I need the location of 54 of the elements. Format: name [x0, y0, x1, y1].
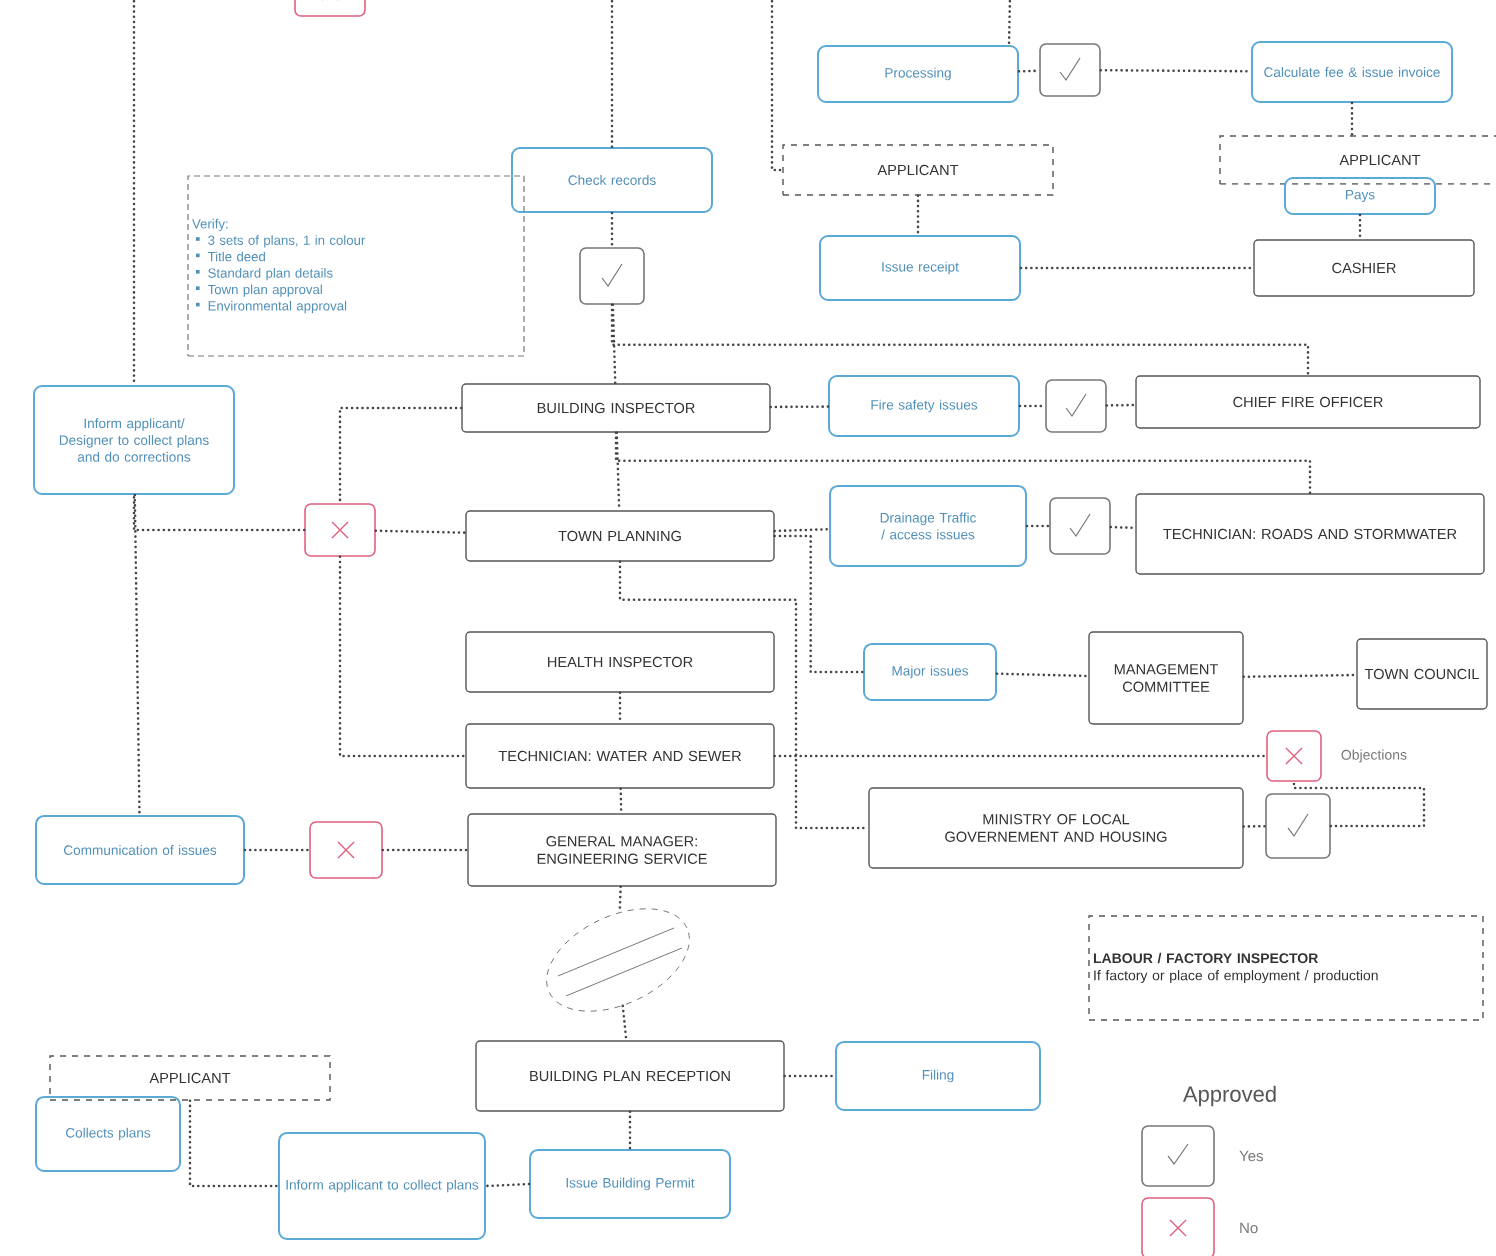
connector [243, 848, 311, 852]
connector [1018, 404, 1047, 408]
tick-box [1045, 379, 1107, 433]
connector [1007, 0, 1012, 47]
connector [338, 406, 463, 505]
connector [770, 0, 784, 172]
connector [484, 1182, 531, 1188]
connector [1358, 213, 1362, 241]
connector [132, 0, 136, 387]
cross-box [309, 821, 383, 879]
connector [188, 1099, 280, 1188]
tick-box [1039, 43, 1101, 97]
connector [1292, 780, 1426, 828]
legend-heading: Approved [1182, 1085, 1276, 1107]
connector [610, 303, 1310, 377]
tick-box [1049, 497, 1111, 555]
connector [618, 691, 622, 725]
connector [1099, 68, 1253, 73]
connector [618, 560, 870, 830]
connector [769, 405, 830, 409]
cross-box [1266, 730, 1322, 782]
connector [1019, 266, 1255, 270]
connector [615, 431, 621, 512]
connector [374, 529, 467, 534]
connector [1105, 403, 1137, 407]
connector [1242, 673, 1358, 679]
connector [619, 787, 623, 815]
connector [1017, 69, 1041, 73]
connector [773, 527, 831, 533]
tick-box [579, 247, 645, 305]
connector [783, 1074, 837, 1078]
cross-box [294, 0, 366, 17]
connector [614, 431, 1312, 495]
connector [628, 1110, 632, 1151]
connector [610, 211, 614, 249]
connector [381, 848, 469, 852]
connector [618, 885, 622, 914]
connector [1109, 525, 1137, 530]
connector [1350, 101, 1354, 137]
connector [995, 672, 1090, 678]
connector [610, 0, 614, 149]
connector [916, 194, 920, 237]
connector [611, 303, 617, 385]
connector [773, 754, 1268, 758]
cross-box [304, 503, 376, 557]
connector [1242, 824, 1267, 828]
connector [338, 555, 467, 758]
connector [133, 493, 141, 817]
connector [132, 493, 306, 532]
connector [621, 1004, 628, 1042]
connector [773, 534, 865, 674]
connector [1025, 524, 1051, 528]
tick-box [1265, 793, 1331, 859]
stamp-ellipse [546, 908, 690, 1012]
